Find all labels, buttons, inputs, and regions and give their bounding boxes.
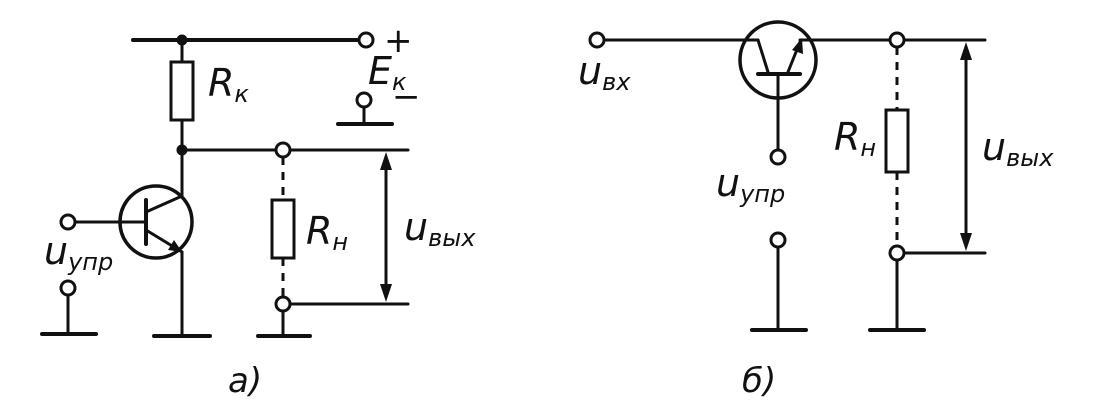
emitter-arrow — [168, 240, 182, 252]
output-terminal-top — [274, 141, 292, 159]
collector-diag — [144, 194, 184, 214]
output-terminal-bottom-b — [888, 244, 906, 262]
output-terminal-bottom — [274, 295, 292, 313]
caption-b: б) — [742, 361, 776, 401]
load-resistor-a — [270, 198, 296, 260]
collector-diag-b — [756, 38, 770, 74]
output-terminal-top-b — [888, 31, 906, 49]
uctrl-a-label: uупр — [44, 229, 113, 276]
rn-b-label: Rн — [834, 115, 876, 162]
ek-label: Eк — [368, 49, 407, 96]
circuit-a: + Rк Eк − uупр — [40, 21, 476, 401]
circuit-b: uвх uупр Rн u — [578, 20, 1054, 401]
control-ground-terminal-b — [769, 231, 787, 249]
caption-a: а) — [228, 361, 262, 401]
control-input-terminal — [59, 213, 77, 231]
uout-b-arrow-up — [960, 42, 972, 60]
minus-terminal — [355, 91, 373, 109]
minus-sign: − — [392, 77, 421, 117]
control-ground-terminal — [59, 279, 77, 297]
plus-terminal — [357, 31, 375, 49]
collector-resistor — [169, 60, 195, 122]
input-terminal-b — [588, 31, 606, 49]
uout-a-arrow-up — [380, 152, 392, 170]
load-resistor-b — [884, 108, 910, 174]
rk-label: Rк — [208, 61, 249, 108]
rn-a-label: Rн — [306, 209, 348, 256]
uin-b-label: uвх — [578, 49, 631, 96]
uctrl-b-label: uупр — [716, 161, 785, 208]
emitter-arrow-b — [792, 38, 803, 54]
uout-b-arrow-down — [960, 233, 972, 251]
uout-a-label: uвых — [404, 205, 476, 252]
control-terminal-b — [769, 148, 787, 166]
uout-b-label: uвых — [982, 125, 1054, 172]
plus-sign: + — [384, 21, 413, 61]
uout-a-arrow-down — [380, 284, 392, 302]
